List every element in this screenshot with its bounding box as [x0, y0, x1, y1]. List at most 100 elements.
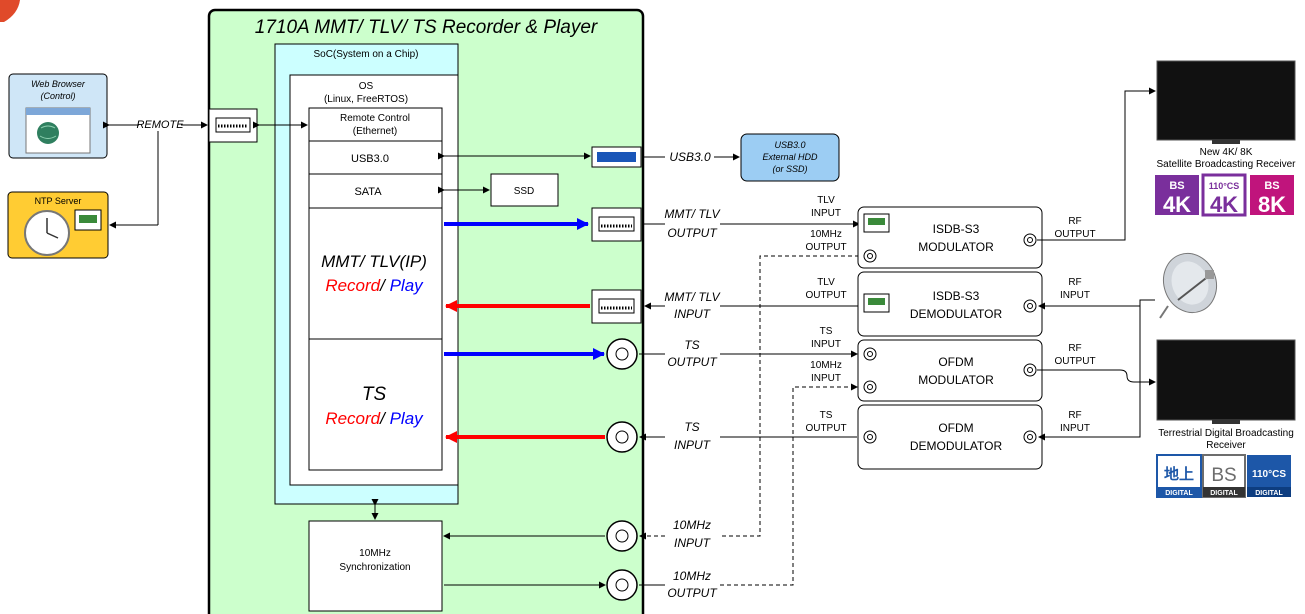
ssd-box	[490, 173, 559, 207]
mhz-in-label-1: 10MHz	[673, 518, 711, 532]
ext-hdd-label-2: External HDD	[762, 152, 818, 162]
ts-input-bnc	[606, 421, 638, 453]
ofdm-mod-label-1: OFDM	[938, 355, 973, 369]
sata-label: SATA	[354, 186, 382, 198]
svg-text:DIGITAL: DIGITAL	[1255, 490, 1283, 497]
ts-out-label-1: TS	[684, 338, 699, 352]
mmt-out-label-2: OUTPUT	[667, 226, 718, 240]
usb-port	[591, 146, 642, 168]
ofdm-demod-label-2: DEMODULATOR	[910, 439, 1003, 453]
svg-text:地上: 地上	[1164, 465, 1194, 483]
logo-bs-digital: BS DIGITAL	[1202, 454, 1246, 498]
ntp-server-box	[7, 191, 109, 259]
svg-text:110°CS: 110°CS	[1252, 469, 1286, 480]
isdb-demod-in1-l2: OUTPUT	[805, 290, 846, 301]
receiver-terr-label-1: Terrestrial Digital Broadcasting	[1158, 428, 1294, 439]
mmt-input-port	[591, 289, 642, 324]
isdb-mod-out-l1: RF	[1068, 216, 1081, 227]
svg-text:110°CS: 110°CS	[1209, 181, 1240, 191]
satellite-tv-icon	[1156, 60, 1296, 144]
web-browser-label: Web Browser	[31, 79, 86, 89]
receiver-terr-label-2: Receiver	[1206, 440, 1246, 451]
receiver-4k8k-label-2: Satellite Broadcasting Receiver	[1157, 159, 1297, 170]
isdb-mod-in1-l1: TLV	[817, 195, 835, 206]
ts-in-label-1: TS	[684, 420, 699, 434]
ofdm-demod-in1-l1: TS	[820, 410, 833, 421]
terrestrial-tv-icon	[1156, 339, 1296, 424]
os-sublabel: (Linux, FreeRTOS)	[324, 94, 408, 105]
ext-hdd-label-1: USB3.0	[774, 140, 805, 150]
logo-bs-4k: BS 4K	[1155, 175, 1199, 217]
ofdm-mod-in1-l2: INPUT	[811, 339, 841, 350]
ntp-server-label: NTP Server	[35, 196, 82, 206]
isdb-mod-label-1: ISDB-S3	[933, 222, 980, 236]
sync-label-1: 10MHz	[359, 548, 391, 559]
svg-text:4K: 4K	[1163, 192, 1191, 217]
svg-text:DIGITAL: DIGITAL	[1210, 490, 1238, 497]
ofdm-mod-out-l1: RF	[1068, 343, 1081, 354]
sync-box	[308, 520, 443, 612]
remote-control-sublabel: (Ethernet)	[353, 126, 397, 137]
remote-label: REMOTE	[136, 119, 184, 131]
os-inner	[308, 107, 443, 471]
mmt-block-record-play: Record/ Play	[325, 276, 424, 295]
ofdm-demod-label-1: OFDM	[938, 421, 973, 435]
isdb-mod-label-2: MODULATOR	[918, 240, 994, 254]
mmt-in-label-2: INPUT	[674, 307, 712, 321]
ofdm-mod-in2-l1: 10MHz	[810, 360, 842, 371]
mmt-in-label-1: MMT/ TLV	[664, 290, 720, 304]
svg-text:8K: 8K	[1258, 192, 1286, 217]
web-browser-box	[8, 73, 108, 159]
isdb-demod-label-1: ISDB-S3	[933, 289, 980, 303]
ofdm-mod-in2-l2: INPUT	[811, 373, 841, 384]
svg-text:4K: 4K	[1210, 192, 1238, 217]
remote-ethernet-port	[208, 108, 258, 143]
mmt-out-label-1: MMT/ TLV	[664, 207, 720, 221]
mhz-in-label-2: INPUT	[674, 536, 712, 550]
os-label: OS	[359, 81, 374, 92]
svg-text:BS: BS	[1169, 180, 1184, 192]
svg-text:DIGITAL: DIGITAL	[1165, 490, 1193, 497]
mhz-output-bnc	[606, 569, 638, 601]
isdb-mod-in1-l2: INPUT	[811, 208, 841, 219]
external-hdd-box	[740, 133, 840, 182]
recorder-title: 1710A MMT/ TLV/ TS Recorder & Player	[255, 17, 598, 38]
globe-icon	[37, 122, 59, 144]
mhz-input-bnc	[606, 520, 638, 552]
soc-label: SoC(System on a Chip)	[313, 49, 418, 60]
mmt-block-title: MMT/ TLV(IP)	[321, 252, 427, 271]
ofdm-demod-out-l1: RF	[1068, 410, 1081, 421]
ts-block-title: TS	[362, 384, 387, 405]
ofdm-mod-in1-l1: TS	[820, 326, 833, 337]
ssd-label: SSD	[514, 186, 535, 197]
isdb-s3-demodulator	[857, 271, 1043, 337]
svg-text:BS: BS	[1211, 465, 1236, 486]
ext-hdd-label-3: (or SSD)	[772, 164, 807, 174]
ts-block-record-play: Record/ Play	[325, 409, 424, 428]
ofdm-demod-out-l2: INPUT	[1060, 423, 1090, 434]
sync-label-2: Synchronization	[339, 562, 410, 573]
ts-output-bnc	[606, 338, 638, 370]
ofdm-mod-out-l2: OUTPUT	[1054, 356, 1095, 367]
ts-in-label-2: INPUT	[674, 438, 712, 452]
isdb-demod-in1-l1: TLV	[817, 277, 835, 288]
ts-out-label-2: OUTPUT	[667, 355, 718, 369]
logo-110cs-4k: 110°CS 4K	[1201, 173, 1247, 217]
usb-ext-label: USB3.0	[669, 150, 711, 164]
isdb-demod-out-l2: INPUT	[1060, 290, 1090, 301]
ofdm-demodulator	[857, 404, 1043, 470]
ofdm-demod-in1-l2: OUTPUT	[805, 423, 846, 434]
isdb-demod-label-2: DEMODULATOR	[910, 307, 1003, 321]
ofdm-mod-label-2: MODULATOR	[918, 373, 994, 387]
mmt-output-port	[591, 207, 642, 242]
ofdm-modulator	[857, 339, 1043, 402]
logo-110cs-digital: 110°CS DIGITAL	[1247, 455, 1291, 497]
isdb-s3-modulator	[857, 206, 1043, 269]
isdb-demod-out-l1: RF	[1068, 277, 1081, 288]
mhz-out-label-1: 10MHz	[673, 569, 711, 583]
remote-control-label: Remote Control	[340, 113, 410, 124]
logo-bs-8k: BS 8K	[1250, 175, 1294, 217]
isdb-mod-in2-l2: OUTPUT	[805, 242, 846, 253]
logo-terrestrial-digital: 地上 DIGITAL	[1156, 454, 1202, 498]
